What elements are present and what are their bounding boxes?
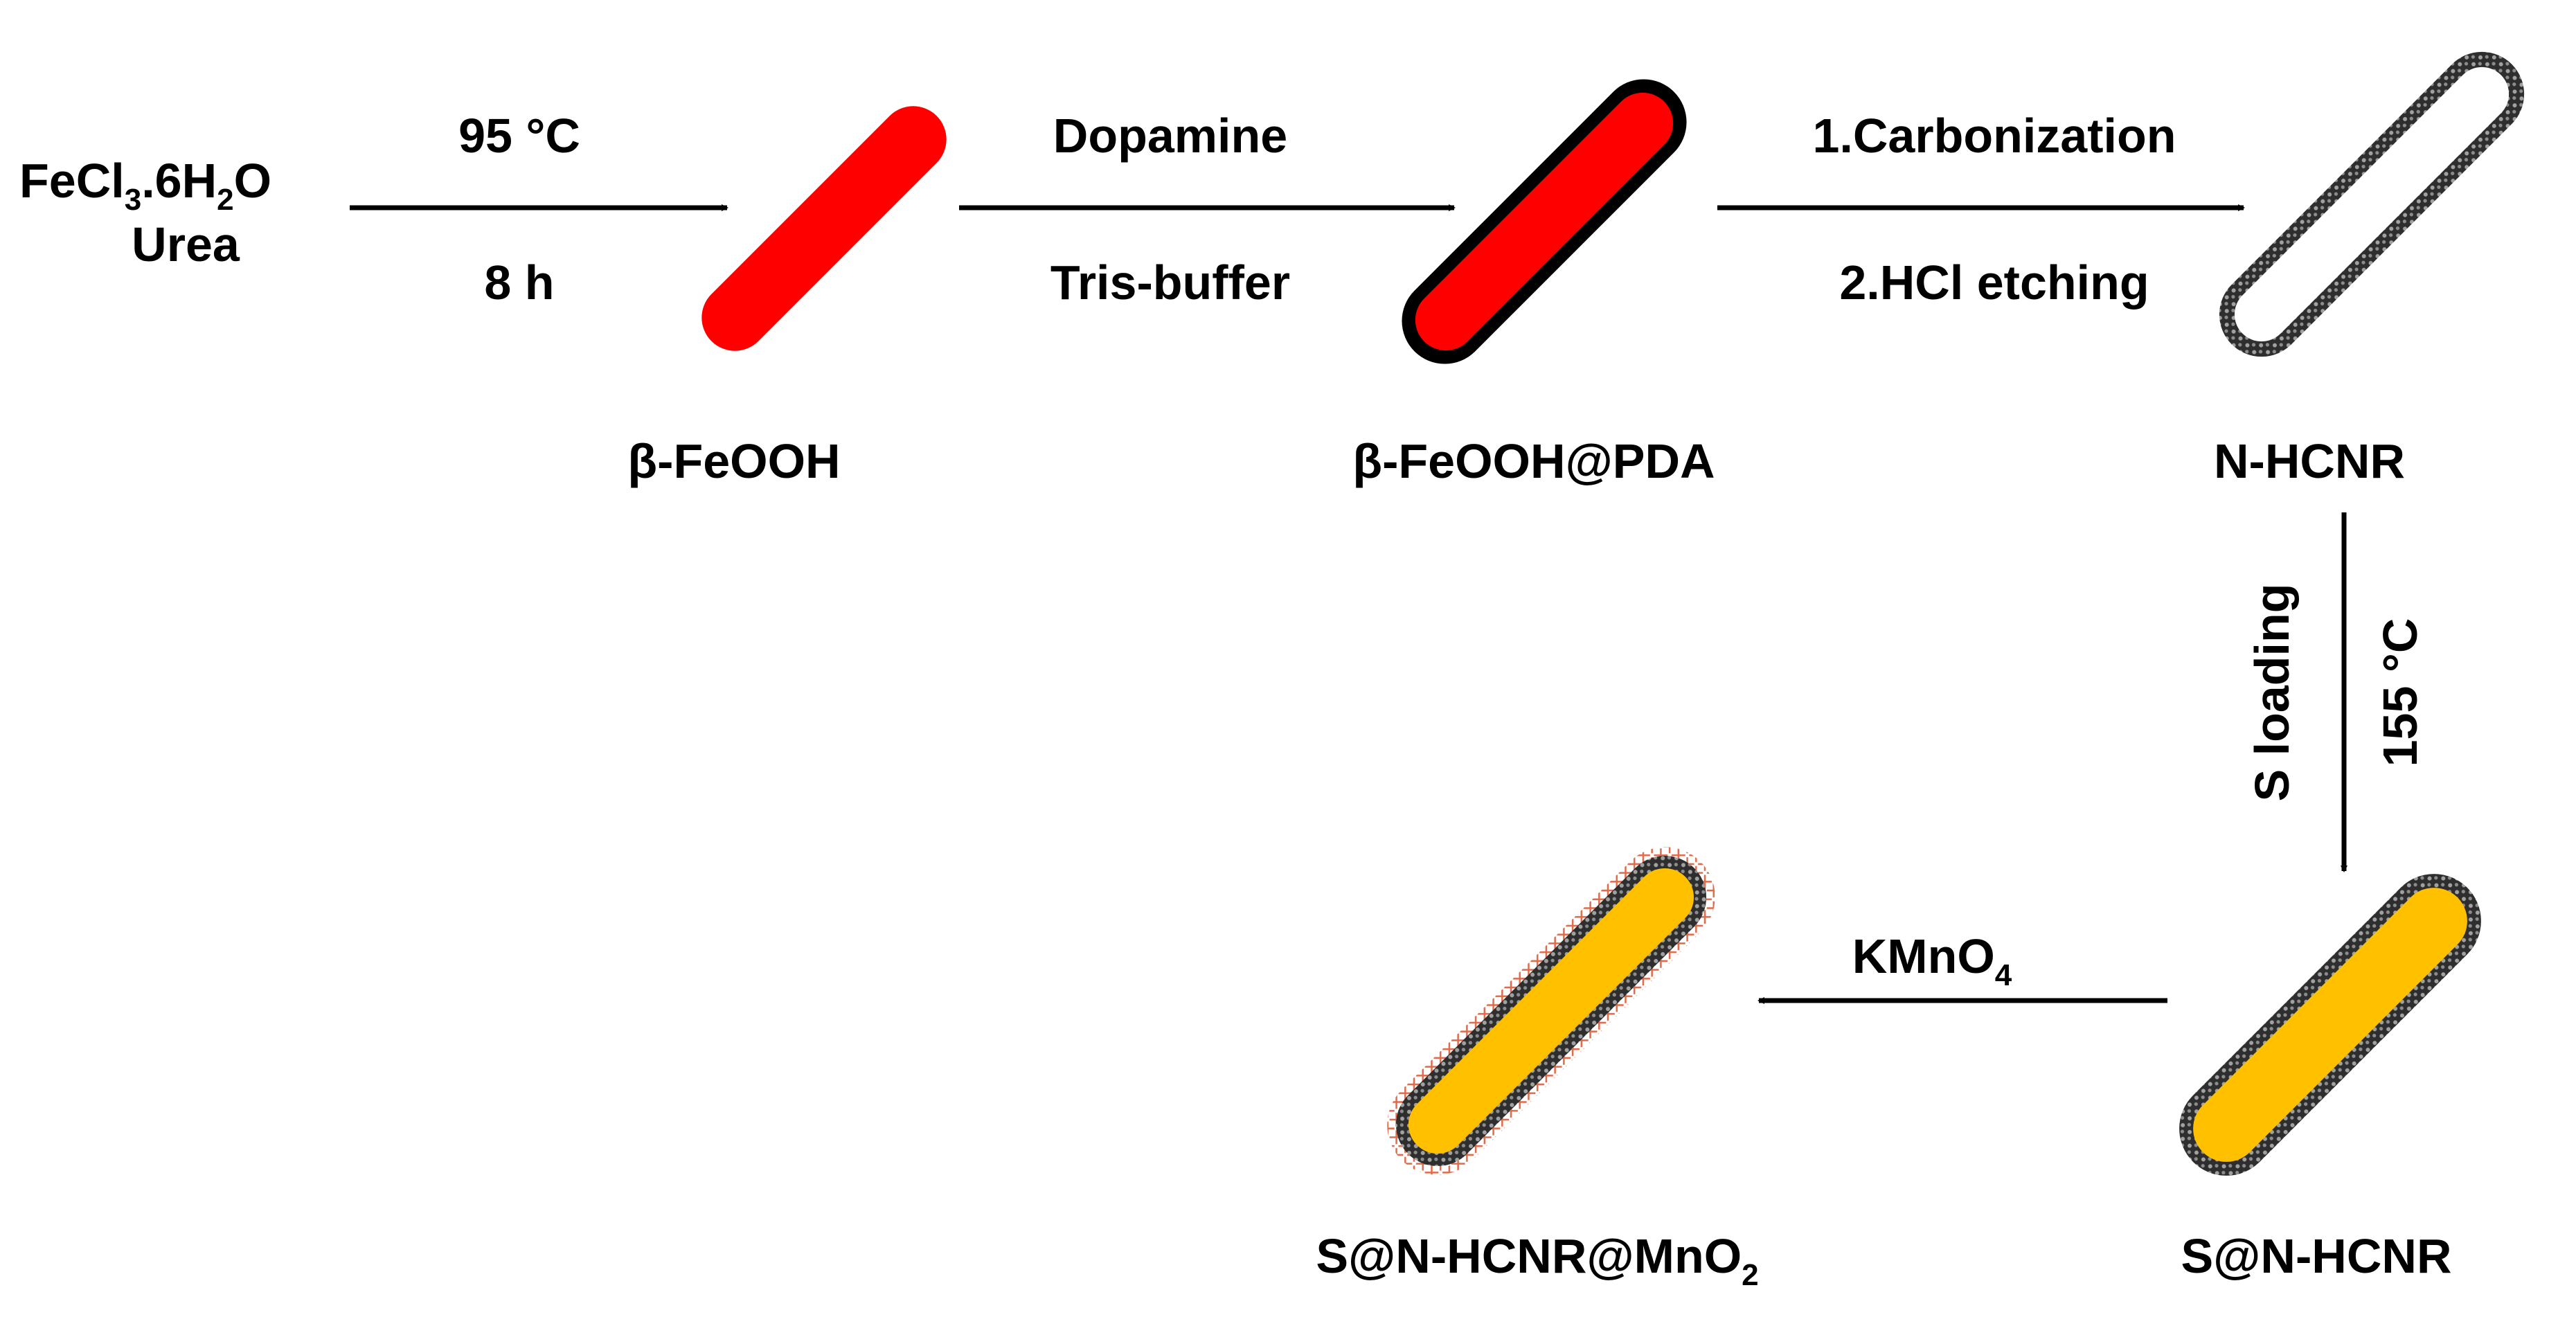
step3-carbonization: 1.Carbonization: [1812, 109, 2176, 163]
label-s-nhcnr: S@N-HCNR: [2181, 1229, 2451, 1283]
label-s-nhcnr-mno2: S@N-HCNR@MnO2: [1316, 1229, 1758, 1292]
s-nhcnr-mno2-rod: [1387, 847, 1715, 1175]
step4-temperature: 155 °C: [2373, 618, 2427, 767]
step2-reagent: Dopamine: [1053, 109, 1287, 163]
step2-buffer: Tris-buffer: [1050, 256, 1290, 310]
label-feooh: β-FeOOH: [627, 434, 840, 488]
feooh-rod: [701, 106, 947, 351]
label-feooh-pda: β-FeOOH@PDA: [1352, 434, 1715, 488]
nhcnr-hollow-rod: [2219, 51, 2525, 357]
step4-sulfur-loading: S loading: [2245, 584, 2299, 802]
step1-time: 8 h: [484, 256, 554, 310]
reagent-urea: Urea: [132, 217, 240, 271]
reagent-formula: FeCl3.6H2O: [19, 154, 271, 217]
step1-temperature: 95 °C: [458, 109, 580, 163]
step3-etching: 2.HCl etching: [1839, 256, 2149, 310]
label-nhcnr: N-HCNR: [2214, 434, 2405, 488]
step5-reagent: KMnO4: [1852, 929, 2012, 992]
s-nhcnr-rod: [2179, 874, 2481, 1176]
feooh-pda-rod: [1402, 79, 1687, 364]
